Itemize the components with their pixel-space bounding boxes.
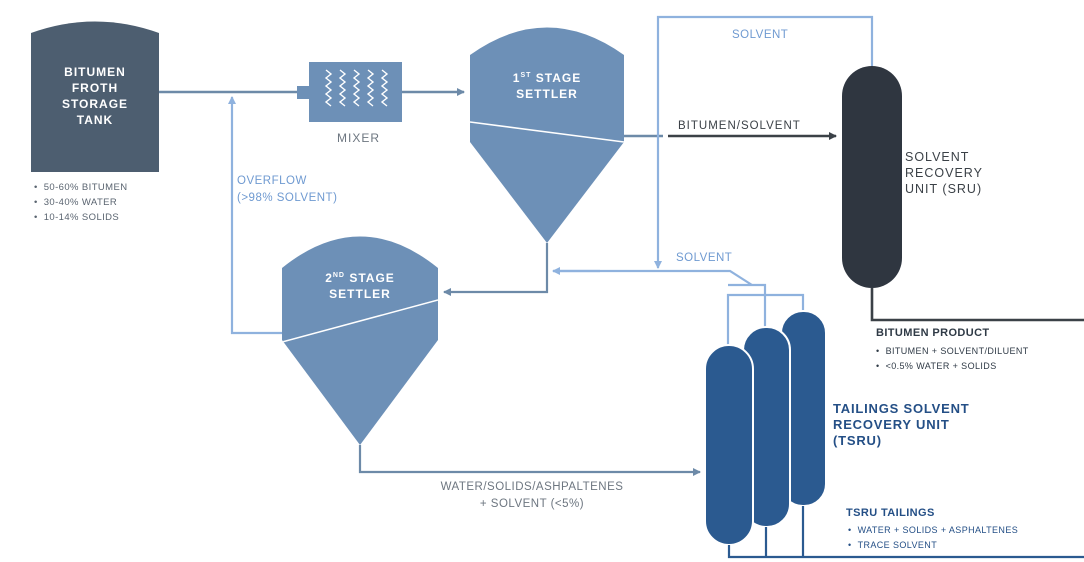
sru-label: SOLVENT RECOVERY UNIT (SRU) [905,149,983,197]
tsru-solvent-line [553,269,767,332]
storage-tank-label-line: STORAGE [61,97,129,111]
underflow-label: WATER/SOLIDS/ASHPALTENES + SOLVENT (<5%) [412,479,652,513]
settler-1-line2: SETTLER [516,87,578,101]
settler-1-suffix: ST [520,72,532,79]
settler-1-underflow [443,243,549,296]
settler-2-line1: STAGE [349,271,395,285]
settler-2-interface [282,299,438,343]
solvent-top-label: SOLVENT [732,29,789,41]
settler-1-line1: STAGE [535,71,582,85]
tsru-tailings-line [727,506,1084,559]
settler-1-ordinal: 1 [512,71,521,85]
mixer-inlet [297,86,309,99]
bitumen-solvent-label: BITUMEN/SOLVENT [678,120,801,132]
bitumen-product-title: BITUMEN PRODUCT [876,327,990,339]
sru-vessel [842,66,902,288]
settler-1-label: 1ST STAGE SETTLER [470,68,624,102]
settler-2-ordinal: 2 [325,271,333,285]
storage-tank-label-line: TANK [76,113,114,127]
overflow-label: OVERFLOW (>98% SOLVENT) [237,173,337,207]
underflow-label-line2: + SOLVENT (<5%) [479,498,585,510]
storage-tank-label: BITUMEN FROTH STORAGE TANK [31,64,159,128]
mixer-label: MIXER [337,131,381,145]
overflow-line [228,96,282,335]
storage-tank-label-line: FROTH [71,81,119,95]
tsru-tailings-item: WATER + SOLIDS + ASPHALTENES [848,523,1018,538]
tsru-label-line: TAILINGS SOLVENT [833,401,970,416]
settler-2-suffix: ND [332,272,345,279]
settler-1-interface [470,121,624,143]
bitumen-product-line [870,288,1084,322]
tsru-label-line: RECOVERY UNIT [833,417,950,432]
storage-tank-shape [31,21,159,172]
tsru-label-line: (TSRU) [833,433,882,448]
settler-2-label: 2ND STAGE SETTLER [282,268,438,302]
solvent-mid-label: SOLVENT [676,252,733,264]
settler-2-shape [282,236,438,445]
underflow-label-line1: WATER/SOLIDS/ASHPALTENES [440,481,624,493]
bitumen-product-item: BITUMEN + SOLVENT/DILUENT [876,344,1029,359]
overflow-label-line2: (>98% SOLVENT) [237,192,338,204]
composition-item: 50-60% BITUMEN [34,180,127,195]
overflow-label-line1: OVERFLOW [237,175,307,187]
bitumen-product-list: BITUMEN + SOLVENT/DILUENT <0.5% WATER + … [876,344,1029,374]
storage-tank-label-line: BITUMEN [64,65,126,79]
sru-label-line: RECOVERY [905,166,983,180]
settler-2-line2: SETTLER [329,287,391,301]
tsru-label: TAILINGS SOLVENT RECOVERY UNIT (TSRU) [833,401,970,449]
tsru-tailings-list: WATER + SOLIDS + ASPHALTENES TRACE SOLVE… [848,523,1018,553]
sru-label-line: SOLVENT [905,150,970,164]
storage-tank-composition: 50-60% BITUMEN 30-40% WATER 10-14% SOLID… [34,180,127,225]
settler-1-shape [470,27,624,243]
settler-2-underflow [358,445,701,476]
composition-item: 10-14% SOLIDS [34,210,127,225]
tsru-tailings-item: TRACE SOLVENT [848,538,1018,553]
tsru-solvent-manifold [726,293,805,385]
tsru-tailings-title: TSRU TAILINGS [846,507,935,519]
composition-item: 30-40% WATER [34,195,127,210]
bitumen-product-item: <0.5% WATER + SOLIDS [876,359,1029,374]
tsru-vessel-1 [704,344,754,546]
mixer-coils [324,69,389,107]
solvent-recycle-line [654,15,874,269]
sru-label-line: UNIT (SRU) [905,182,983,196]
